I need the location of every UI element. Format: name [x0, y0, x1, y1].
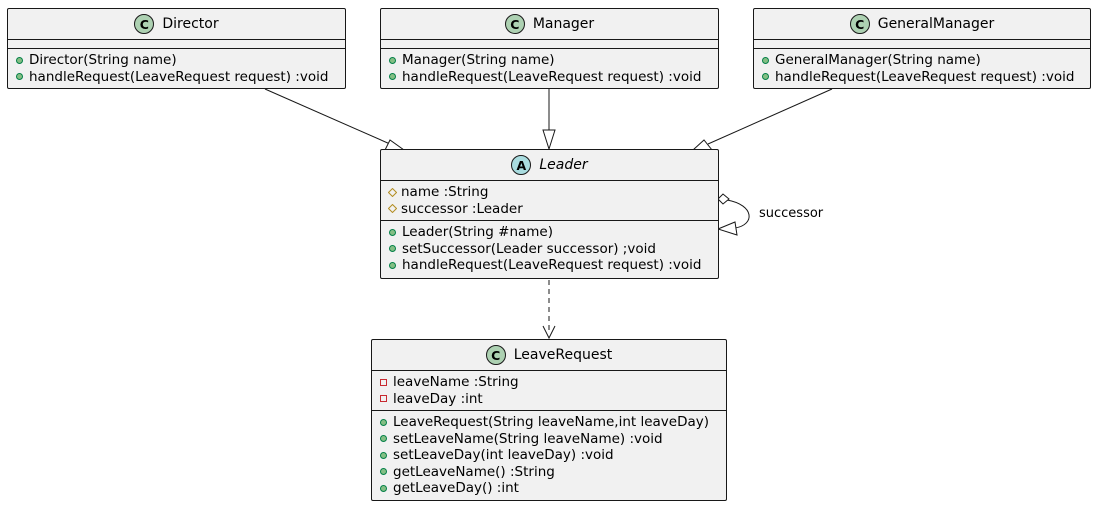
public-visibility-icon — [16, 56, 23, 64]
method-row: getLeaveName() :String — [379, 464, 726, 481]
method-row: LeaveRequest(String leaveName,int leaveD… — [379, 414, 726, 431]
field-row: leaveDay :int — [379, 391, 726, 408]
method-text: setLeaveName(String leaveName) :void — [393, 430, 663, 447]
method-row: handleRequest(LeaveRequest request) :voi… — [388, 257, 718, 274]
method-row: GeneralManager(String name) — [761, 52, 1090, 69]
method-text: getLeaveName() :String — [393, 463, 555, 480]
method-row: handleRequest(LeaveRequest request) :voi… — [388, 69, 718, 86]
fields-compartment — [8, 39, 345, 48]
method-text: handleRequest(LeaveRequest request) :voi… — [29, 68, 329, 85]
method-text: handleRequest(LeaveRequest request) :voi… — [402, 68, 702, 85]
field-text: leaveName :String — [393, 374, 519, 391]
abstract-stereotype-icon: A — [511, 155, 532, 175]
method-row: setLeaveDay(int leaveDay) :void — [379, 447, 726, 464]
director-class[interactable]: C Director Director(String name) handleR… — [7, 8, 346, 89]
class-stereotype-icon: C — [134, 14, 155, 34]
public-visibility-icon — [389, 245, 396, 253]
methods-compartment: Leader(String #name) setSuccessor(Leader… — [381, 220, 718, 277]
methods-compartment: Manager(String name) handleRequest(Leave… — [381, 48, 718, 88]
method-text: getLeaveDay() :int — [393, 480, 519, 497]
public-visibility-icon — [389, 261, 396, 269]
methods-compartment: LeaveRequest(String leaveName,int leaveD… — [372, 410, 726, 500]
field-text: successor :Leader — [401, 200, 523, 217]
methods-compartment: GeneralManager(String name) handleReques… — [754, 48, 1090, 88]
class-name: LeaveRequest — [513, 347, 613, 363]
field-text: leaveDay :int — [393, 390, 483, 407]
leader-aggregation-diamond — [717, 193, 730, 205]
method-text: Manager(String name) — [402, 52, 555, 69]
class-stereotype-icon: C — [504, 14, 525, 34]
manager-generalization-arrowhead — [542, 129, 556, 151]
class-header: C Manager — [381, 9, 718, 39]
method-row: Leader(String #name) — [388, 224, 718, 241]
public-visibility-icon — [762, 73, 769, 81]
method-text: handleRequest(LeaveRequest request) :voi… — [402, 257, 702, 274]
manager-class[interactable]: C Manager Manager(String name) handleReq… — [380, 8, 719, 89]
public-visibility-icon — [380, 435, 387, 443]
fields-compartment — [381, 39, 718, 48]
method-row: handleRequest(LeaveRequest request) :voi… — [15, 69, 345, 86]
class-name: Leader — [539, 157, 588, 173]
fields-compartment — [754, 39, 1090, 48]
method-row: Director(String name) — [15, 52, 345, 69]
method-row: setSuccessor(Leader successor) ;void — [388, 241, 718, 258]
general-manager-generalization-edge — [707, 88, 833, 145]
public-visibility-icon — [380, 484, 387, 492]
protected-visibility-icon — [388, 204, 397, 214]
method-row: setLeaveName(String leaveName) :void — [379, 431, 726, 448]
method-text: GeneralManager(String name) — [775, 52, 981, 69]
method-text: Director(String name) — [29, 52, 177, 69]
class-name: Manager — [532, 16, 595, 32]
class-name: Director — [162, 16, 219, 32]
dependency-arrowhead — [542, 325, 556, 340]
private-visibility-icon — [380, 378, 387, 386]
successor-association-label: successor — [759, 206, 824, 221]
leave-request-class[interactable]: C LeaveRequest leaveName :String leaveDa… — [371, 339, 727, 501]
director-generalization-edge — [264, 88, 391, 145]
method-text: setLeaveDay(int leaveDay) :void — [393, 447, 614, 464]
method-row: getLeaveDay() :int — [379, 480, 726, 497]
method-row: Manager(String name) — [388, 52, 718, 69]
public-visibility-icon — [762, 56, 769, 64]
method-text: Leader(String #name) — [402, 224, 553, 241]
public-visibility-icon — [389, 73, 396, 81]
public-visibility-icon — [16, 73, 23, 81]
field-row: leaveName :String — [379, 374, 726, 391]
leader-self-arrowhead — [716, 221, 738, 236]
class-header: C Director — [8, 9, 345, 39]
leader-self-association-edge — [726, 199, 750, 229]
fields-compartment: leaveName :String leaveDay :int — [372, 370, 726, 410]
class-name: GeneralManager — [877, 16, 995, 32]
general-manager-class[interactable]: C GeneralManager GeneralManager(String n… — [753, 8, 1091, 89]
method-text: handleRequest(LeaveRequest request) :voi… — [775, 68, 1075, 85]
class-stereotype-icon: C — [485, 345, 506, 365]
class-header: C GeneralManager — [754, 9, 1090, 39]
field-row: name :String — [388, 184, 718, 201]
public-visibility-icon — [380, 451, 387, 459]
leader-class[interactable]: A Leader name :String successor :Leader … — [380, 149, 719, 279]
public-visibility-icon — [380, 418, 387, 426]
class-header: C LeaveRequest — [372, 340, 726, 370]
method-row: handleRequest(LeaveRequest request) :voi… — [761, 69, 1090, 86]
public-visibility-icon — [389, 56, 396, 64]
method-text: LeaveRequest(String leaveName,int leaveD… — [393, 414, 710, 431]
public-visibility-icon — [380, 468, 387, 476]
fields-compartment: name :String successor :Leader — [381, 180, 718, 220]
private-visibility-icon — [380, 395, 387, 403]
class-header: A Leader — [381, 150, 718, 180]
field-row: successor :Leader — [388, 201, 718, 218]
protected-visibility-icon — [388, 187, 397, 197]
public-visibility-icon — [389, 228, 396, 236]
class-stereotype-icon: C — [849, 14, 870, 34]
method-text: setSuccessor(Leader successor) ;void — [402, 240, 656, 257]
field-text: name :String — [401, 184, 489, 201]
methods-compartment: Director(String name) handleRequest(Leav… — [8, 48, 345, 88]
